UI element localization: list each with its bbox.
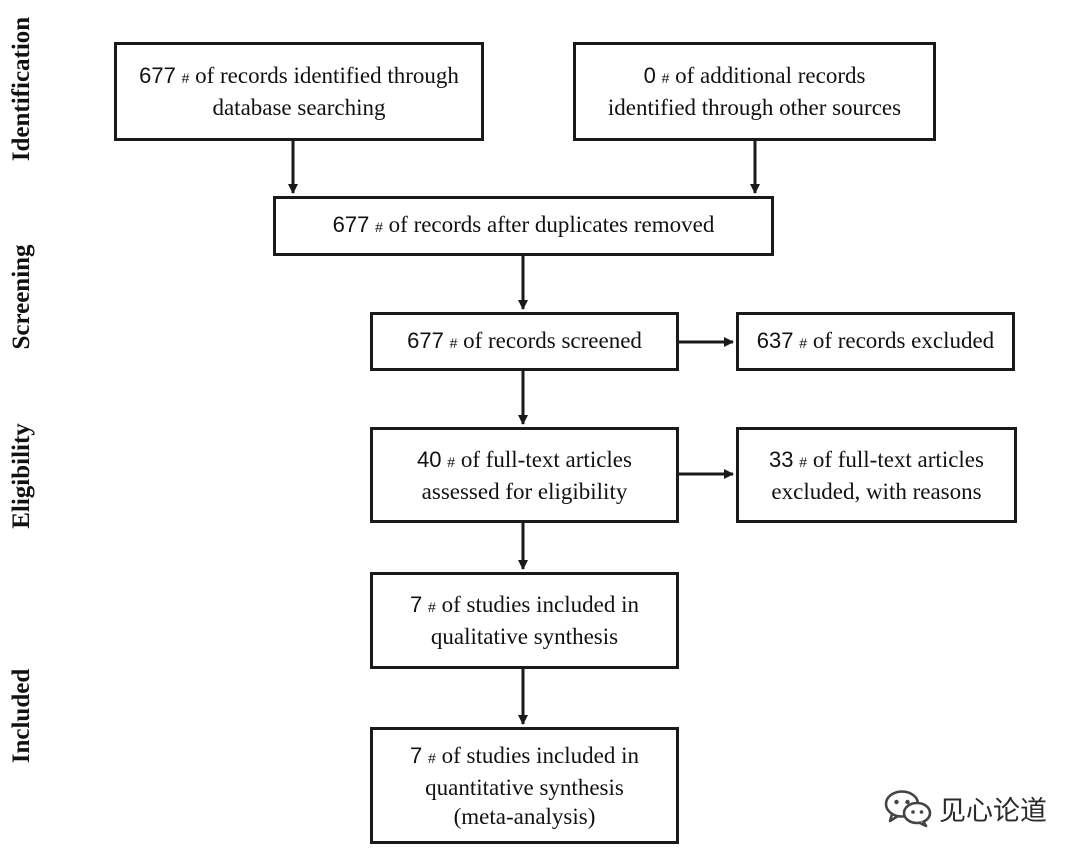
watermark-text: 见心论道 — [939, 795, 1047, 827]
box-quantitative-synthesis: 7 # of studies included in quantitative … — [370, 727, 679, 844]
hash-symbol: # — [181, 70, 190, 86]
box-text: identified through other sources — [607, 95, 902, 120]
box-text: of records identified through — [195, 63, 459, 88]
count-value: 40 — [417, 446, 442, 472]
count-value: 677 — [407, 327, 444, 353]
box-text: of studies included in — [441, 742, 639, 768]
hash-symbol: # — [449, 334, 458, 351]
wechat-icon — [884, 790, 932, 828]
box-records-excluded: 637 # of records excluded — [736, 312, 1015, 371]
box-text: of records excluded — [812, 327, 995, 353]
count-value: 7 — [410, 592, 423, 617]
watermark: 见心论道 — [883, 788, 1047, 828]
hash-symbol: # — [799, 334, 808, 351]
box-text: of studies included in — [441, 592, 639, 617]
box-text: of records after duplicates removed — [388, 212, 715, 237]
count-value: 637 — [756, 327, 794, 353]
box-fulltext-assessed: 40 # of full-text articles assessed for … — [370, 427, 679, 523]
box-after-duplicates: 677 # of records after duplicates remove… — [273, 196, 774, 256]
hash-symbol: # — [447, 453, 456, 470]
box-text: database searching — [212, 95, 386, 120]
box-qualitative-synthesis: 7 # of studies included in qualitative s… — [370, 572, 679, 669]
hash-symbol: # — [428, 599, 436, 615]
box-other-sources: 0 # of additional records identified thr… — [573, 42, 936, 141]
box-records-screened: 677 # of records screened — [370, 312, 679, 371]
hash-symbol: # — [661, 70, 670, 86]
hash-symbol: # — [799, 453, 808, 470]
hash-symbol: # — [428, 749, 436, 766]
box-text: of additional records — [675, 63, 866, 88]
box-database-records: 677 # of records identified through data… — [114, 42, 484, 141]
count-value: 677 — [332, 212, 370, 237]
box-text: (meta-analysis) — [453, 803, 596, 829]
box-text: qualitative synthesis — [430, 624, 619, 649]
count-value: 677 — [139, 63, 176, 88]
box-text: excluded, with reasons — [771, 478, 982, 504]
box-text: assessed for eligibility — [421, 478, 628, 504]
box-text: of full-text articles — [460, 446, 632, 472]
box-text: quantitative synthesis — [425, 774, 624, 800]
hash-symbol: # — [375, 219, 383, 235]
count-value: 7 — [410, 742, 423, 768]
box-text: of records screened — [463, 327, 642, 353]
count-value: 0 — [643, 63, 656, 88]
box-fulltext-excluded: 33 # of full-text articles excluded, wit… — [736, 427, 1017, 523]
box-text: of full-text articles — [812, 446, 984, 472]
count-value: 33 — [769, 446, 794, 472]
